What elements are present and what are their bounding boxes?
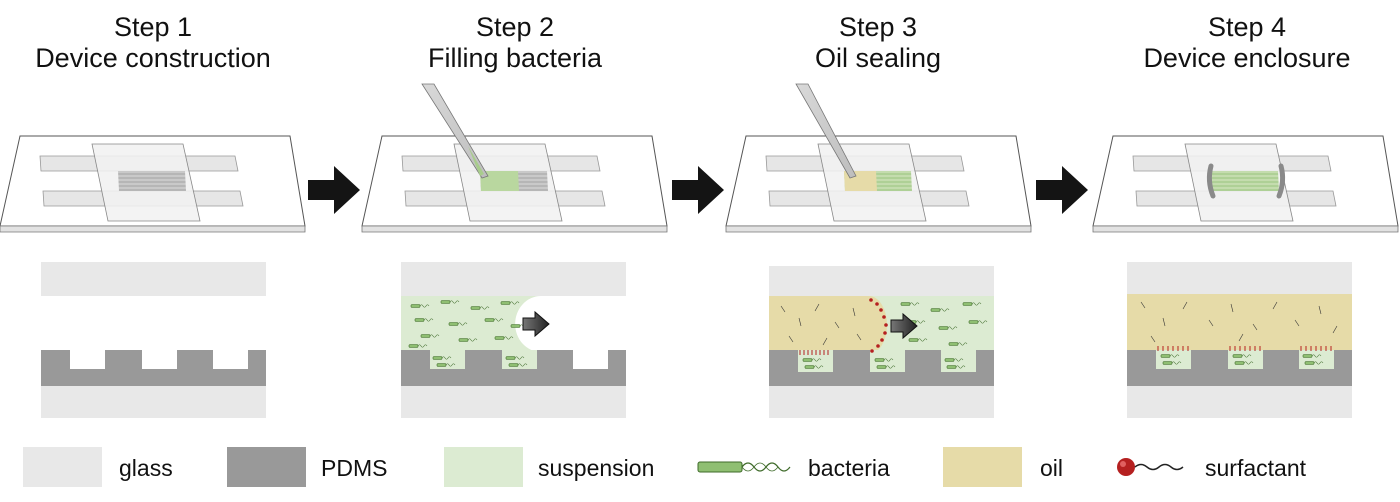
step-4-label: Device enclosure — [1143, 43, 1351, 73]
legend-swatch-pdms — [227, 447, 306, 487]
glass-top — [41, 262, 266, 296]
flow-arrow — [522, 311, 550, 337]
device-step-4 — [1092, 135, 1399, 233]
pipette-tip — [795, 83, 857, 179]
step-2-label: Filling bacteria — [427, 43, 603, 73]
pdms-layer — [41, 350, 266, 386]
cross-section-step-2 — [401, 262, 626, 418]
legend-label-surfactant: surfactant — [1205, 455, 1306, 481]
legend-swatch-suspension — [444, 447, 523, 487]
oil-layer — [1127, 294, 1352, 350]
step-4-number: Step 4 — [1207, 12, 1287, 42]
suspension-front — [401, 296, 541, 352]
cross-section-step-1 — [41, 262, 266, 418]
arrow-step-1-2 — [308, 166, 360, 214]
legend-swatch-glass — [23, 447, 102, 487]
legend-bacteria-icon — [697, 461, 791, 473]
legend-label-glass: glass — [119, 455, 173, 481]
oil-front — [769, 296, 887, 354]
step-1-label: Device construction — [35, 43, 271, 73]
device-step-1 — [0, 135, 306, 233]
step-1-title: Step 1 Device construction — [3, 12, 303, 74]
arrow-step-3-4 — [1036, 166, 1088, 214]
step-1-number: Step 1 — [113, 12, 193, 42]
legend-label-bacteria: bacteria — [808, 455, 890, 481]
device-step-3 — [725, 83, 1032, 233]
step-3-number: Step 3 — [838, 12, 918, 42]
legend-label-pdms: PDMS — [321, 455, 388, 481]
step-2-title: Step 2 Filling bacteria — [365, 12, 665, 74]
step-3-label: Oil sealing — [814, 43, 942, 73]
legend-surfactant-icon — [1117, 458, 1184, 476]
step-2-number: Step 2 — [475, 12, 555, 42]
microchamber-array — [118, 171, 186, 191]
cross-section-step-3 — [769, 266, 994, 418]
sealant — [1206, 163, 1216, 199]
legend-label-suspension: suspension — [538, 455, 655, 481]
legend-label-oil: oil — [1040, 455, 1064, 481]
step-4-title: Step 4 Device enclosure — [1097, 12, 1397, 74]
legend-swatch-oil — [943, 447, 1022, 487]
device-step-2 — [361, 83, 668, 233]
glass-bottom — [41, 386, 266, 418]
step-3-title: Step 3 Oil sealing — [728, 12, 1028, 74]
arrow-step-2-3 — [672, 166, 724, 214]
cross-section-step-4 — [1127, 262, 1352, 418]
